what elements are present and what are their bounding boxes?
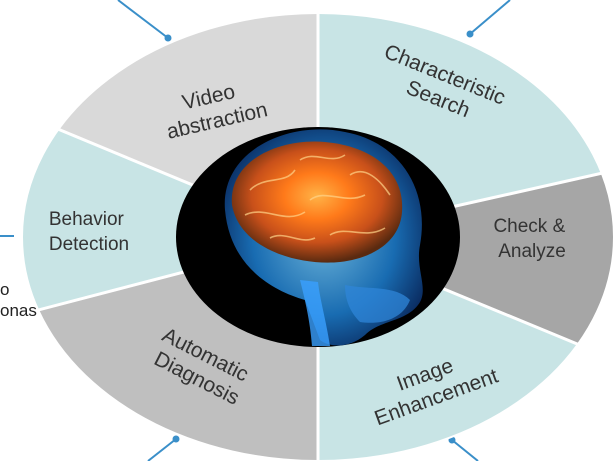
label-behavior-detection: Behavior Detection	[49, 209, 129, 255]
clipped-line-1: o	[0, 280, 10, 299]
connector-dot-top-right	[466, 30, 474, 38]
label-check-analyze: Check & Analyze	[493, 216, 570, 262]
connector-line-top-right	[469, 0, 511, 35]
segment-behavior-detection[interactable]	[0, 105, 318, 320]
clipped-left-text: o onas	[0, 279, 37, 321]
connector-line-bottom-right	[451, 439, 479, 461]
spine-shape	[300, 280, 330, 346]
connector-line-bottom-left	[147, 438, 177, 461]
ring-outline	[21, 12, 615, 461]
connector-line-top-left	[117, 0, 169, 39]
segment-check-analyze[interactable]	[318, 170, 616, 360]
connector-dot-bottom-left	[172, 435, 180, 443]
center-brain-image	[176, 127, 460, 347]
clipped-line-2: onas	[0, 301, 37, 320]
connector-lines	[0, 0, 511, 461]
connector-dot-top-left	[164, 34, 172, 42]
jaw-shape	[345, 285, 410, 323]
